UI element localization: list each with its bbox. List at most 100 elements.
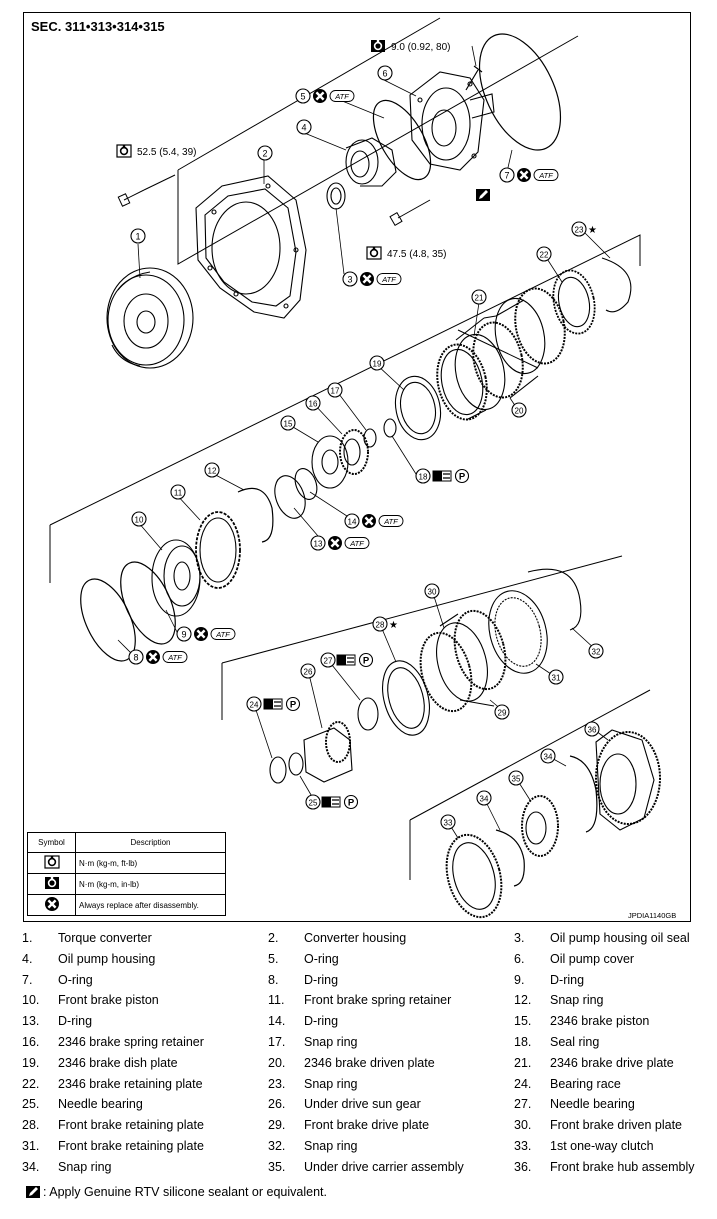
part-item: 1. Torque converter (22, 931, 152, 945)
part-item: 26.Under drive sun gear (268, 1097, 421, 1111)
petroleum-jelly-badge: P (358, 652, 374, 668)
part-number: 28. (22, 1118, 40, 1133)
atf-badge: ATF (329, 90, 355, 102)
part-name: 2346 brake driven plate (304, 1055, 435, 1070)
part-item: 8.D-ring (268, 973, 338, 987)
atf-label: ATF (167, 653, 182, 662)
callout-5: 5 (295, 88, 311, 104)
grease-icon (336, 654, 356, 666)
part-item: 6.Oil pump cover (514, 952, 634, 966)
d-ring-8 (80, 578, 136, 662)
callout-12: 12 (204, 462, 220, 478)
callout-number: 15 (284, 419, 293, 428)
part-name: Torque converter (58, 931, 152, 945)
callout-29: 29 (494, 704, 510, 720)
callout-11: 11 (170, 484, 186, 500)
callout-number: 28 (376, 620, 385, 629)
part-number: 15. (514, 1014, 532, 1029)
callout-circle (305, 794, 321, 810)
snap-ring-34a (569, 755, 598, 833)
part-number: 2. (268, 931, 279, 945)
callout-23: 23★ (571, 221, 597, 237)
legend-description: Always replace after disassembly. (75, 894, 226, 916)
part-number: 18. (514, 1034, 532, 1049)
callout-28: 28 ★ (372, 616, 398, 632)
parts-row: 19.2346 brake dish plate 20. 2346 brake dr… (22, 1056, 712, 1077)
atf-badge: ATF (376, 273, 402, 285)
front-brake-spring-retainer (195, 511, 241, 589)
part-item: 19.2346 brake dish plate (22, 1056, 178, 1070)
part-item: 32.Snap ring (268, 1139, 358, 1153)
part-item: 11.Front brake spring retainer (268, 993, 451, 1007)
sealant-note: : Apply Genuine RTV silicone sealant or … (24, 1184, 327, 1200)
p-label: P (348, 798, 355, 809)
part-name: Seal ring (550, 1034, 600, 1049)
part-item: 23.Snap ring (268, 1077, 358, 1091)
legend-description: N·m (kg-m, ft-lb) (75, 852, 226, 874)
callout-number: 13 (314, 539, 323, 548)
callout-9: 9 (176, 626, 192, 642)
replace-x-icon (192, 625, 210, 643)
part-item: 18. Seal ring (514, 1035, 599, 1049)
part-name: O-ring (58, 972, 93, 987)
callout-circle (295, 88, 311, 104)
part-number: 31. (22, 1138, 40, 1153)
callout-circle (170, 484, 186, 500)
housing-bolt (117, 174, 176, 207)
part-name: Snap ring (58, 1159, 112, 1174)
part-number: 9. (514, 972, 525, 987)
grease-icon (263, 698, 283, 710)
callout-number: 17 (331, 386, 340, 395)
p-label: P (459, 472, 466, 483)
part-number: 22. (22, 1076, 40, 1091)
part-number: 1. (22, 931, 33, 945)
part-name: Snap ring (304, 1076, 358, 1091)
image-code: JPDIA1140GB (628, 911, 677, 920)
oil-pump-seal (326, 182, 346, 210)
part-number: 20. (268, 1055, 286, 1070)
part-name: 1st one-way clutch (550, 1138, 654, 1153)
callout-31: 31 (548, 669, 564, 685)
callout-circle (508, 770, 524, 786)
brake-2346-piston-group (311, 418, 397, 489)
part-item: 21.2346 brake drive plate (514, 1056, 674, 1070)
part-number: 11. (268, 993, 285, 1008)
callout-circle (584, 721, 600, 737)
callout-number: 29 (498, 708, 507, 717)
callout-number: 27 (324, 656, 333, 665)
callout-circle (415, 468, 431, 484)
callout-circle (300, 663, 316, 679)
part-item: 16.2346 brake spring retainer (22, 1035, 204, 1049)
part-name: Converter housing (304, 931, 407, 945)
callout-6: 6 (377, 65, 393, 81)
part-name: Front brake retaining plate (58, 1118, 204, 1133)
part-item: 14.D-ring (268, 1014, 338, 1028)
callout-circle (344, 513, 360, 529)
part-number: 8. (268, 972, 279, 987)
star-mark: ★ (389, 620, 398, 631)
part-name: Front brake drive plate (304, 1118, 430, 1133)
callout-number: 8 (133, 652, 138, 662)
part-number: 3. (514, 931, 525, 945)
part-item: 30.Front brake driven plate (514, 1118, 682, 1132)
exploded-view-diagram: 1234567891011121314151617181920212223★24… (49, 17, 661, 919)
part-number: 4. (22, 951, 33, 966)
legend-header-symbol: Symbol (27, 832, 76, 853)
part-item: 10.Front brake piston (22, 993, 159, 1007)
part-number: 10. (22, 993, 40, 1008)
callout-number: 20 (515, 406, 524, 415)
callout-8: 8 (128, 649, 144, 665)
callout-layer: 1234567891011121314151617181920212223★24… (128, 65, 604, 830)
part-number: 32. (268, 1138, 286, 1153)
converter-housing (195, 175, 307, 319)
part-number: 29. (268, 1118, 286, 1133)
callout-number: 14 (348, 517, 357, 526)
callout-number: 30 (428, 587, 437, 596)
callout-1: 1 (130, 228, 146, 244)
callout-number: 2 (262, 148, 267, 158)
callout-circle (280, 415, 296, 431)
callout-22: 22 (536, 246, 552, 262)
part-name: D-ring (58, 1014, 93, 1029)
